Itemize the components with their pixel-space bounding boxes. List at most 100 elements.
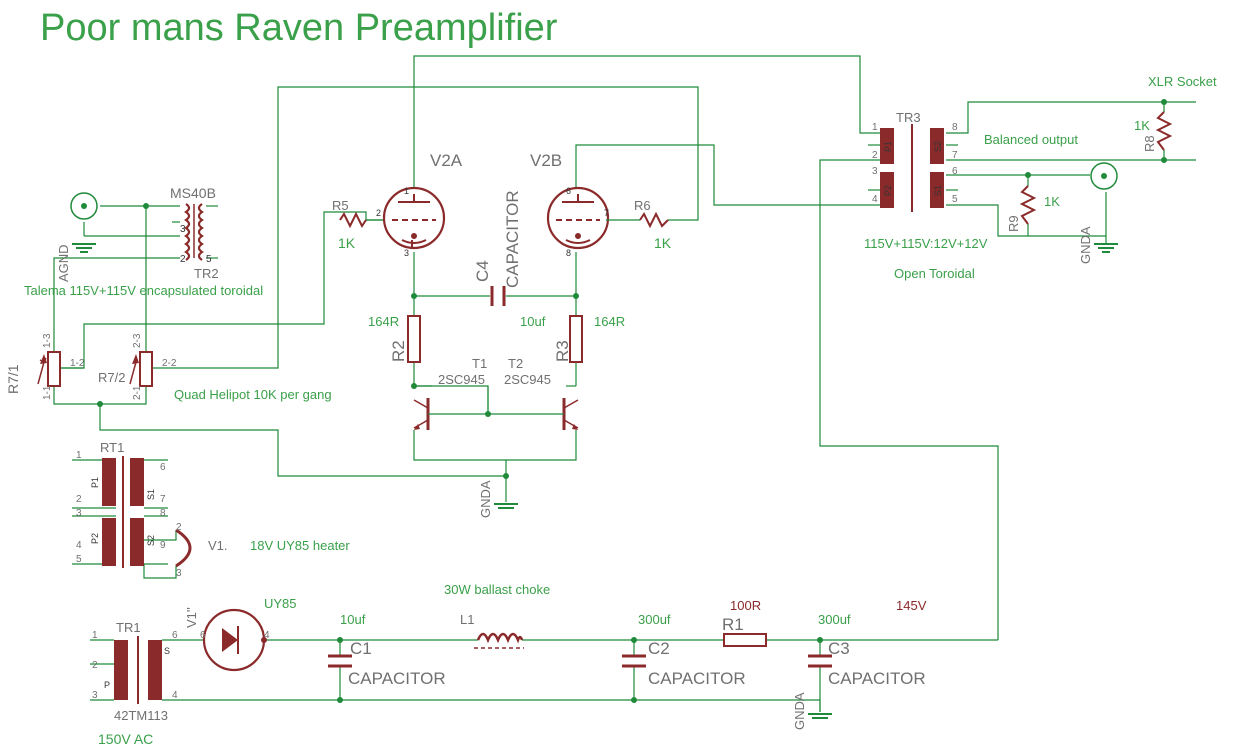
l1-label: L1 [460, 612, 474, 627]
tube-v2b [546, 186, 610, 250]
c4-type: CAPACITOR [503, 190, 522, 288]
capacitor-c1 [328, 654, 352, 668]
tr3-rating: 115V+115V:12V+12V [864, 236, 988, 251]
c1-type: CAPACITOR [348, 669, 446, 688]
rt1-pin-4: 4 [76, 540, 82, 551]
r1-label: R1 [722, 615, 744, 634]
pot-r7-1 [37, 351, 61, 387]
resistor-r9 [1019, 185, 1037, 225]
tr1-transformer [114, 636, 162, 704]
r3-value: 164R [594, 314, 625, 329]
capacitor-c3 [808, 654, 832, 668]
helipot-note: Quad Helipot 10K per gang [174, 387, 332, 402]
v2a-pin-2: 2 [376, 208, 381, 218]
pot-pin-2-1: 2-1 [132, 385, 143, 400]
tr2-pin-2: 2 [180, 254, 186, 265]
tr3-pin-2: 2 [872, 150, 878, 161]
tr2-pin-5: 5 [206, 254, 212, 265]
agnd-label: AGND [56, 244, 71, 282]
ms40b-transformer [184, 203, 204, 261]
rt1-pin-3: 3 [76, 508, 82, 519]
tube-v2a [382, 186, 446, 250]
r9-value: 1K [1044, 194, 1060, 209]
ms40b-label: MS40B [170, 185, 216, 201]
v2a-pin-3: 3 [404, 248, 409, 258]
gnda-ground-symbol-psu [808, 713, 832, 719]
tr3-pin-1: 1 [872, 122, 878, 133]
rt1-pin-7: 7 [160, 494, 166, 505]
r5-label: R5 [332, 198, 349, 213]
r8-value: 1K [1134, 118, 1150, 133]
rt1-winding-s1: S1 [146, 489, 156, 500]
c3-type: CAPACITOR [828, 669, 926, 688]
r5-value: 1K [338, 235, 356, 251]
tr1-pin-3: 3 [92, 690, 98, 701]
capacitor-c2 [622, 654, 646, 668]
tr3-pin-6: 6 [952, 166, 958, 177]
tr3-winding-p2: P2 [883, 185, 893, 196]
tr2-pin-3: 3 [180, 224, 186, 235]
rt1-winding-p2: P2 [90, 533, 100, 544]
resistor-r2 [407, 315, 421, 363]
balanced-output-note: Balanced output [984, 132, 1078, 147]
v2a-label: V2A [430, 151, 463, 170]
v2b-pin-7: 7 [604, 208, 609, 218]
tr1-type: 42TM113 [114, 708, 168, 723]
t1-label: T1 [472, 356, 487, 371]
r6-label: R6 [634, 198, 651, 213]
tr3-winding-p1: P1 [883, 141, 893, 152]
rt1-winding-p1: P1 [90, 477, 100, 488]
c1-value: 10uf [340, 612, 366, 627]
tr1-label: TR1 [116, 620, 141, 635]
c2-label: C2 [648, 639, 670, 658]
rt1-pin-8: 8 [160, 508, 166, 519]
r1-value: 100R [730, 598, 761, 613]
tr1-winding-s: S [164, 646, 170, 656]
r2-label: R2 [389, 340, 408, 362]
v1-heater-pin-2: 2 [176, 522, 182, 533]
rt1-pin-2: 2 [76, 494, 82, 505]
v1-rect-label: V1'' [184, 607, 199, 628]
v2b-label: V2B [530, 151, 562, 170]
wires [53, 55, 1196, 712]
gnda-label-output: GNDA [1078, 226, 1093, 264]
t2-label: T2 [508, 356, 523, 371]
v2b-pin-6: 6 [566, 186, 571, 196]
tr3-label: TR3 [896, 110, 921, 125]
heater-note: 18V UY85 heater [250, 538, 350, 553]
gnda-ground-symbol-output [1094, 243, 1118, 253]
tr1-pin-1: 1 [92, 630, 98, 641]
agnd-ground-symbol [72, 243, 96, 253]
rt1-pin-1: 1 [76, 450, 82, 461]
uy85-pin-6: 6 [200, 630, 206, 641]
tr1-winding-p: P [104, 680, 110, 690]
v2b-pin-8: 8 [566, 248, 571, 258]
c3-label: C3 [828, 639, 850, 658]
c3-value: 300uf [818, 612, 851, 627]
tr3-pin-7: 7 [952, 150, 958, 161]
tr3-pin-5: 5 [952, 194, 958, 205]
xlr-note: XLR Socket [1148, 74, 1217, 89]
transistor-t1 [413, 398, 488, 430]
r9-label: R9 [1006, 215, 1021, 232]
output-connector [1090, 162, 1118, 190]
tr3-pin-8: 8 [952, 122, 958, 133]
pot-pin-2-3: 2-3 [132, 333, 143, 348]
c2-type: CAPACITOR [648, 669, 746, 688]
input-connector [70, 192, 98, 220]
c4-value: 10uf [520, 314, 546, 329]
hv-note: 145V [896, 598, 927, 613]
resistor-r3 [569, 315, 583, 363]
rt1-winding-s2: S2 [146, 535, 156, 546]
r3-label: R3 [553, 340, 572, 362]
uy85-label: UY85 [264, 596, 297, 611]
c1-label: C1 [350, 639, 372, 658]
c2-value: 300uf [638, 612, 671, 627]
tr3-transformer [880, 124, 944, 212]
r7-1-label: R7/1 [5, 364, 21, 394]
r2-value: 164R [368, 314, 399, 329]
resistor-r6 [606, 211, 669, 229]
tr1-pin-4: 4 [172, 690, 178, 701]
capacitor-c4 [490, 286, 506, 306]
